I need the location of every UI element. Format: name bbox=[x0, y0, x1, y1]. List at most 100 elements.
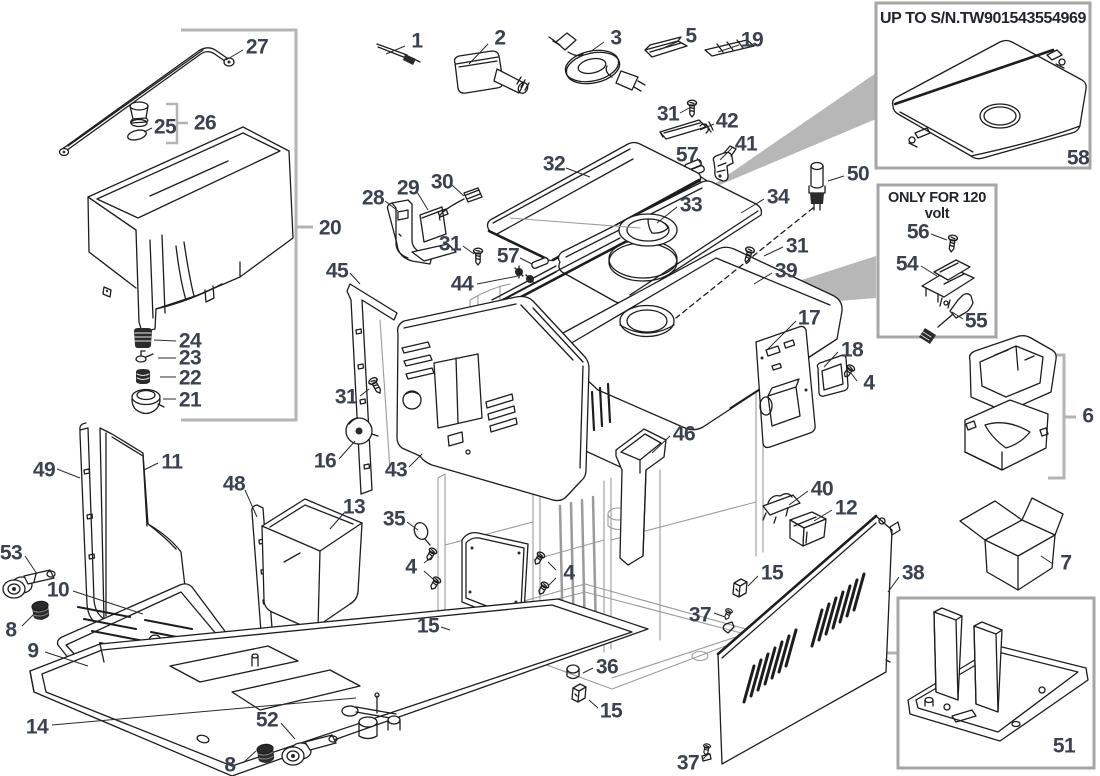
inset-base-box bbox=[896, 596, 1096, 770]
measuring-scoop bbox=[453, 50, 530, 94]
bean-door-42 bbox=[659, 119, 714, 140]
hinge-rail-44 bbox=[491, 265, 557, 307]
bracket-group-20 bbox=[181, 28, 313, 422]
callout-54: 54 bbox=[895, 252, 919, 276]
tank-valve-cone bbox=[129, 101, 149, 128]
grommet-8-left bbox=[30, 599, 51, 622]
water-tank bbox=[87, 126, 294, 333]
o-ring-25 bbox=[127, 129, 147, 141]
callout-16: 16 bbox=[313, 449, 337, 473]
base-tray-9 bbox=[29, 598, 649, 776]
cleaning-brush bbox=[376, 43, 421, 65]
callout-17: 17 bbox=[797, 306, 821, 330]
cap-35-tail bbox=[424, 538, 431, 546]
upper-chassis-39 bbox=[424, 217, 843, 477]
power-socket-12 bbox=[789, 511, 827, 547]
callout-37b: 37 bbox=[676, 751, 700, 775]
callout-38: 38 bbox=[901, 561, 925, 585]
dregs-drawer-13 bbox=[261, 498, 363, 631]
callout-15c: 15 bbox=[599, 699, 623, 723]
callout-52: 52 bbox=[255, 708, 279, 732]
cap-35 bbox=[413, 522, 429, 540]
callout-57b: 57 bbox=[496, 244, 520, 268]
callout-36: 36 bbox=[595, 655, 619, 679]
callout-32: 32 bbox=[542, 152, 566, 176]
screw-31-left bbox=[367, 375, 385, 397]
carton-box-7 bbox=[959, 497, 1064, 591]
callout-10: 10 bbox=[46, 578, 70, 602]
callout-34: 34 bbox=[766, 185, 790, 209]
callout-4b: 4 bbox=[405, 555, 417, 579]
callout-46: 46 bbox=[672, 422, 696, 446]
tank-fittings bbox=[131, 328, 165, 415]
inset-serial-box bbox=[874, 1, 1092, 170]
inset-base-51 bbox=[907, 607, 1089, 742]
float-assembly-14 bbox=[341, 692, 401, 740]
callout-45: 45 bbox=[325, 259, 349, 283]
callout-5: 5 bbox=[685, 24, 697, 48]
bracket-40 bbox=[762, 493, 801, 524]
inset-volt-box bbox=[876, 183, 998, 339]
screw-4-right-2 bbox=[535, 580, 551, 597]
callout-30: 30 bbox=[430, 170, 454, 194]
tank-handle bbox=[58, 47, 235, 157]
callout-56: 56 bbox=[906, 220, 930, 244]
callout-28: 28 bbox=[361, 186, 385, 210]
chute-46 bbox=[615, 428, 667, 566]
screw-4-right-1 bbox=[531, 550, 547, 567]
caster-53 bbox=[2, 569, 56, 599]
callout-29: 29 bbox=[396, 176, 420, 200]
callout-42: 42 bbox=[715, 109, 739, 133]
arrow-to-serial-inset bbox=[703, 73, 876, 192]
clip-15-right bbox=[732, 578, 748, 598]
callout-55: 55 bbox=[964, 309, 988, 333]
callout-48: 48 bbox=[222, 472, 246, 496]
callout-8a: 8 bbox=[5, 618, 17, 642]
knob-16 bbox=[345, 417, 379, 445]
callout-51: 51 bbox=[1052, 734, 1076, 758]
leader-lines bbox=[21, 40, 1054, 764]
callout-11: 11 bbox=[161, 450, 183, 474]
screw-4-left-2 bbox=[427, 575, 443, 592]
inset-volt-parts bbox=[919, 233, 975, 344]
callout-25: 25 bbox=[153, 115, 177, 139]
callout-3: 3 bbox=[610, 26, 622, 50]
callout-13: 13 bbox=[342, 495, 366, 519]
callout-31d: 31 bbox=[334, 385, 358, 409]
callout-31a: 31 bbox=[656, 102, 680, 126]
callout-58: 58 bbox=[1066, 146, 1090, 170]
callout-22: 22 bbox=[178, 366, 202, 390]
callout-57a: 57 bbox=[675, 143, 699, 167]
callout-26: 26 bbox=[193, 111, 217, 135]
packing-foam-6 bbox=[964, 335, 1057, 471]
callout-35: 35 bbox=[382, 507, 406, 531]
pcb-17 bbox=[755, 325, 816, 449]
fastener-37-mid bbox=[722, 607, 735, 634]
inset-serial-title: UP TO S/N.TW901543554969 bbox=[880, 10, 1086, 27]
callout-33: 33 bbox=[679, 193, 703, 217]
callout-7: 7 bbox=[1060, 551, 1072, 575]
cable-30 bbox=[437, 187, 483, 221]
front-cover-43 bbox=[396, 295, 590, 502]
callout-4a: 4 bbox=[863, 371, 875, 395]
callout-41: 41 bbox=[734, 132, 758, 156]
hinge-41 bbox=[712, 145, 737, 182]
callout-39: 39 bbox=[774, 259, 798, 283]
callout-43: 43 bbox=[384, 458, 408, 482]
caster-52 bbox=[281, 734, 338, 766]
callout-4c: 4 bbox=[563, 561, 575, 585]
callout-31b: 31 bbox=[438, 232, 462, 256]
callout-50: 50 bbox=[846, 162, 870, 186]
inset-volt-title: ONLY FOR 120 volt bbox=[888, 190, 986, 222]
callout-40: 40 bbox=[810, 477, 834, 501]
bracket-28 bbox=[386, 199, 457, 265]
callout-15b: 15 bbox=[760, 561, 784, 585]
callout-18: 18 bbox=[840, 338, 864, 362]
callout-44: 44 bbox=[450, 272, 474, 296]
clip-57-mid bbox=[531, 257, 549, 269]
callout-53: 53 bbox=[0, 541, 23, 565]
callout-23: 23 bbox=[178, 346, 202, 370]
bracket-group-26 bbox=[166, 102, 188, 145]
